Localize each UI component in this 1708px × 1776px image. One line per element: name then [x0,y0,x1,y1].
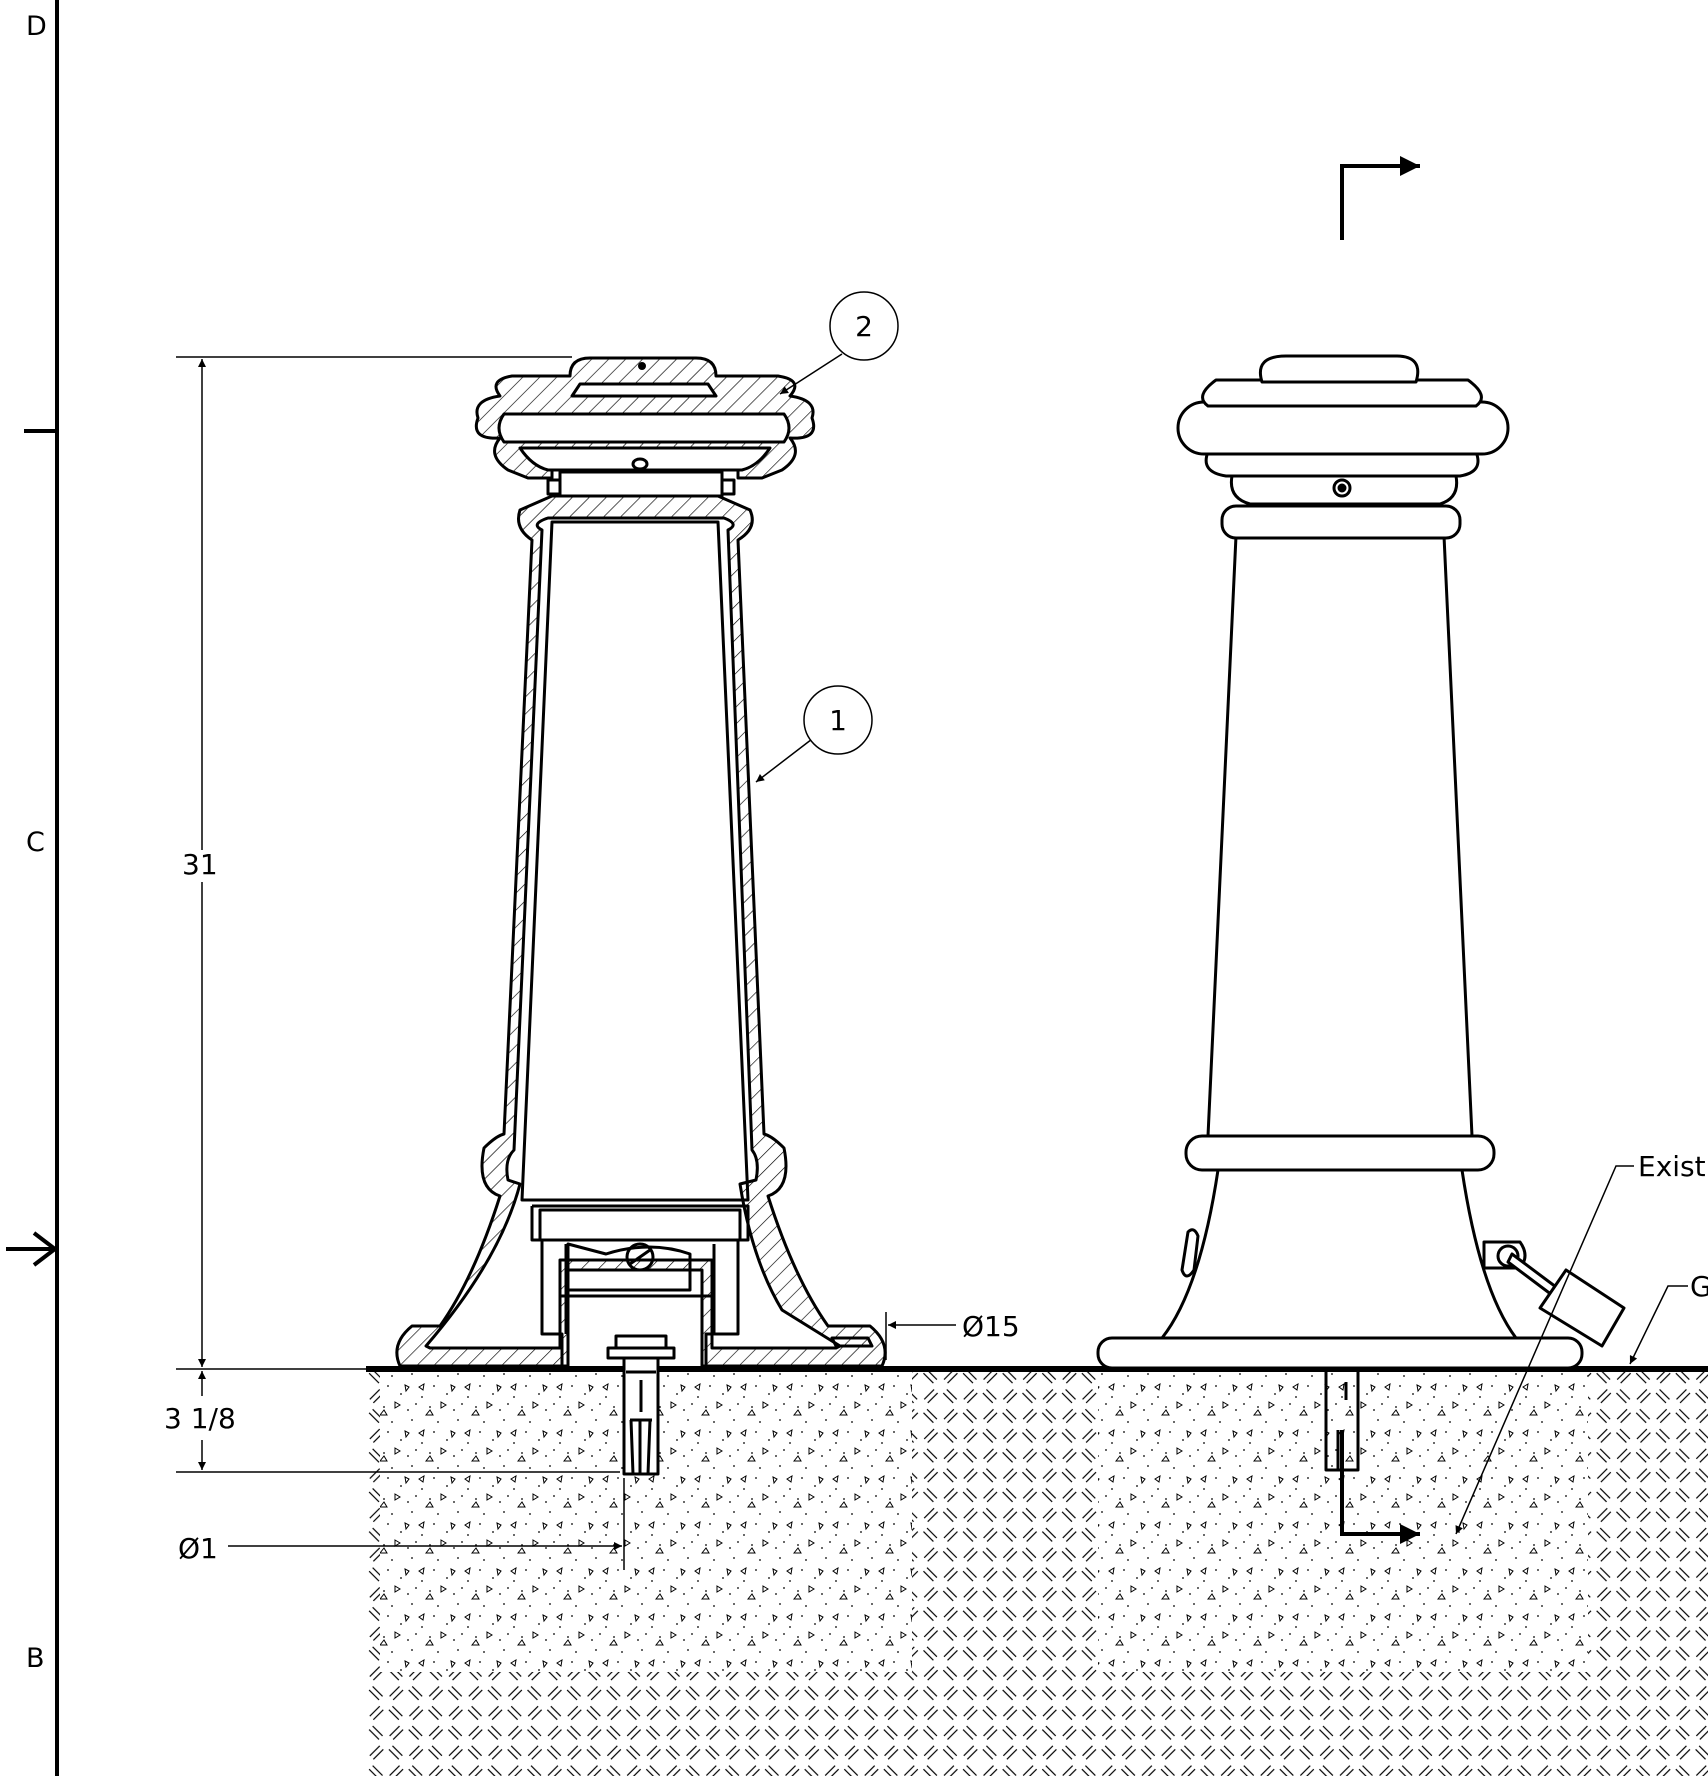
dim-label-anchor-diameter: Ø1 [178,1532,218,1565]
elev-lock-hole-core [1337,483,1347,493]
dim-label-base-diameter: Ø15 [962,1310,1020,1343]
item-balloons: 2 1 [755,291,899,783]
elev-base-plate [1096,1336,1584,1370]
lock-pin-icon [625,1242,655,1272]
padlock-icon [1538,1268,1626,1348]
balloon-2-label: 2 [855,310,873,343]
anchor-bolt [606,1334,676,1476]
dim-label-height: 31 [182,848,218,881]
balloon-1: 1 [755,685,873,783]
lock-pin-slot [629,1248,651,1266]
note-grade: G [1690,1270,1708,1303]
section-cut-indicator [1340,156,1420,1544]
base-lock-bracket [566,1242,692,1292]
zone-label-c: C [26,827,45,858]
base-plate [538,1208,742,1242]
section-arrow-top [1340,156,1420,240]
note-existing: Existi [1638,1150,1708,1183]
zone-label-b: B [26,1643,45,1674]
elev-cap-top [1201,378,1483,408]
zone-label-d: D [26,11,47,42]
sheet-border: D C B [6,0,59,1776]
ground-section [366,1366,1708,1776]
dimensions [176,356,956,1570]
elev-base-flare [1160,1168,1518,1340]
elev-cap-band [1176,400,1510,456]
centering-mark [6,1231,59,1267]
dim-label-embed: 3 1/8 [164,1402,236,1435]
cap-latch-tabs [546,478,736,496]
bollard-section-view [395,356,887,1476]
elev-cap-dome [1259,354,1420,384]
balloon-2: 2 [779,291,899,395]
section-arrow-bottom [1340,1430,1420,1544]
elev-upper-ring [1220,504,1462,540]
elev-embed-insert [1336,1382,1348,1470]
bollard-elevation-view [1096,354,1626,1472]
cap-collar [558,470,724,498]
bollard-cavity [520,520,750,1202]
cap-lock-hole [631,457,649,471]
leader-existing [1455,1165,1634,1535]
elev-shaft [1206,534,1474,1138]
cap-inner-band [497,412,791,444]
elev-side-latch [1180,1228,1200,1278]
leader-grade [1629,1285,1688,1365]
elev-cap-lower [1204,450,1480,478]
dimension-labels: 31 3 1/8 Ø1 Ø15 [164,848,1020,1565]
notes: Existi G [1455,1150,1708,1535]
elev-lower-ring [1184,1134,1496,1172]
flange-bolt-hole [830,1336,874,1348]
cap-vent-dot [638,362,646,370]
balloon-1-label: 1 [829,704,847,737]
base-cup-walls [564,1244,716,1334]
bollard-body-wall [395,494,887,1368]
cap-inner-top [570,382,718,398]
